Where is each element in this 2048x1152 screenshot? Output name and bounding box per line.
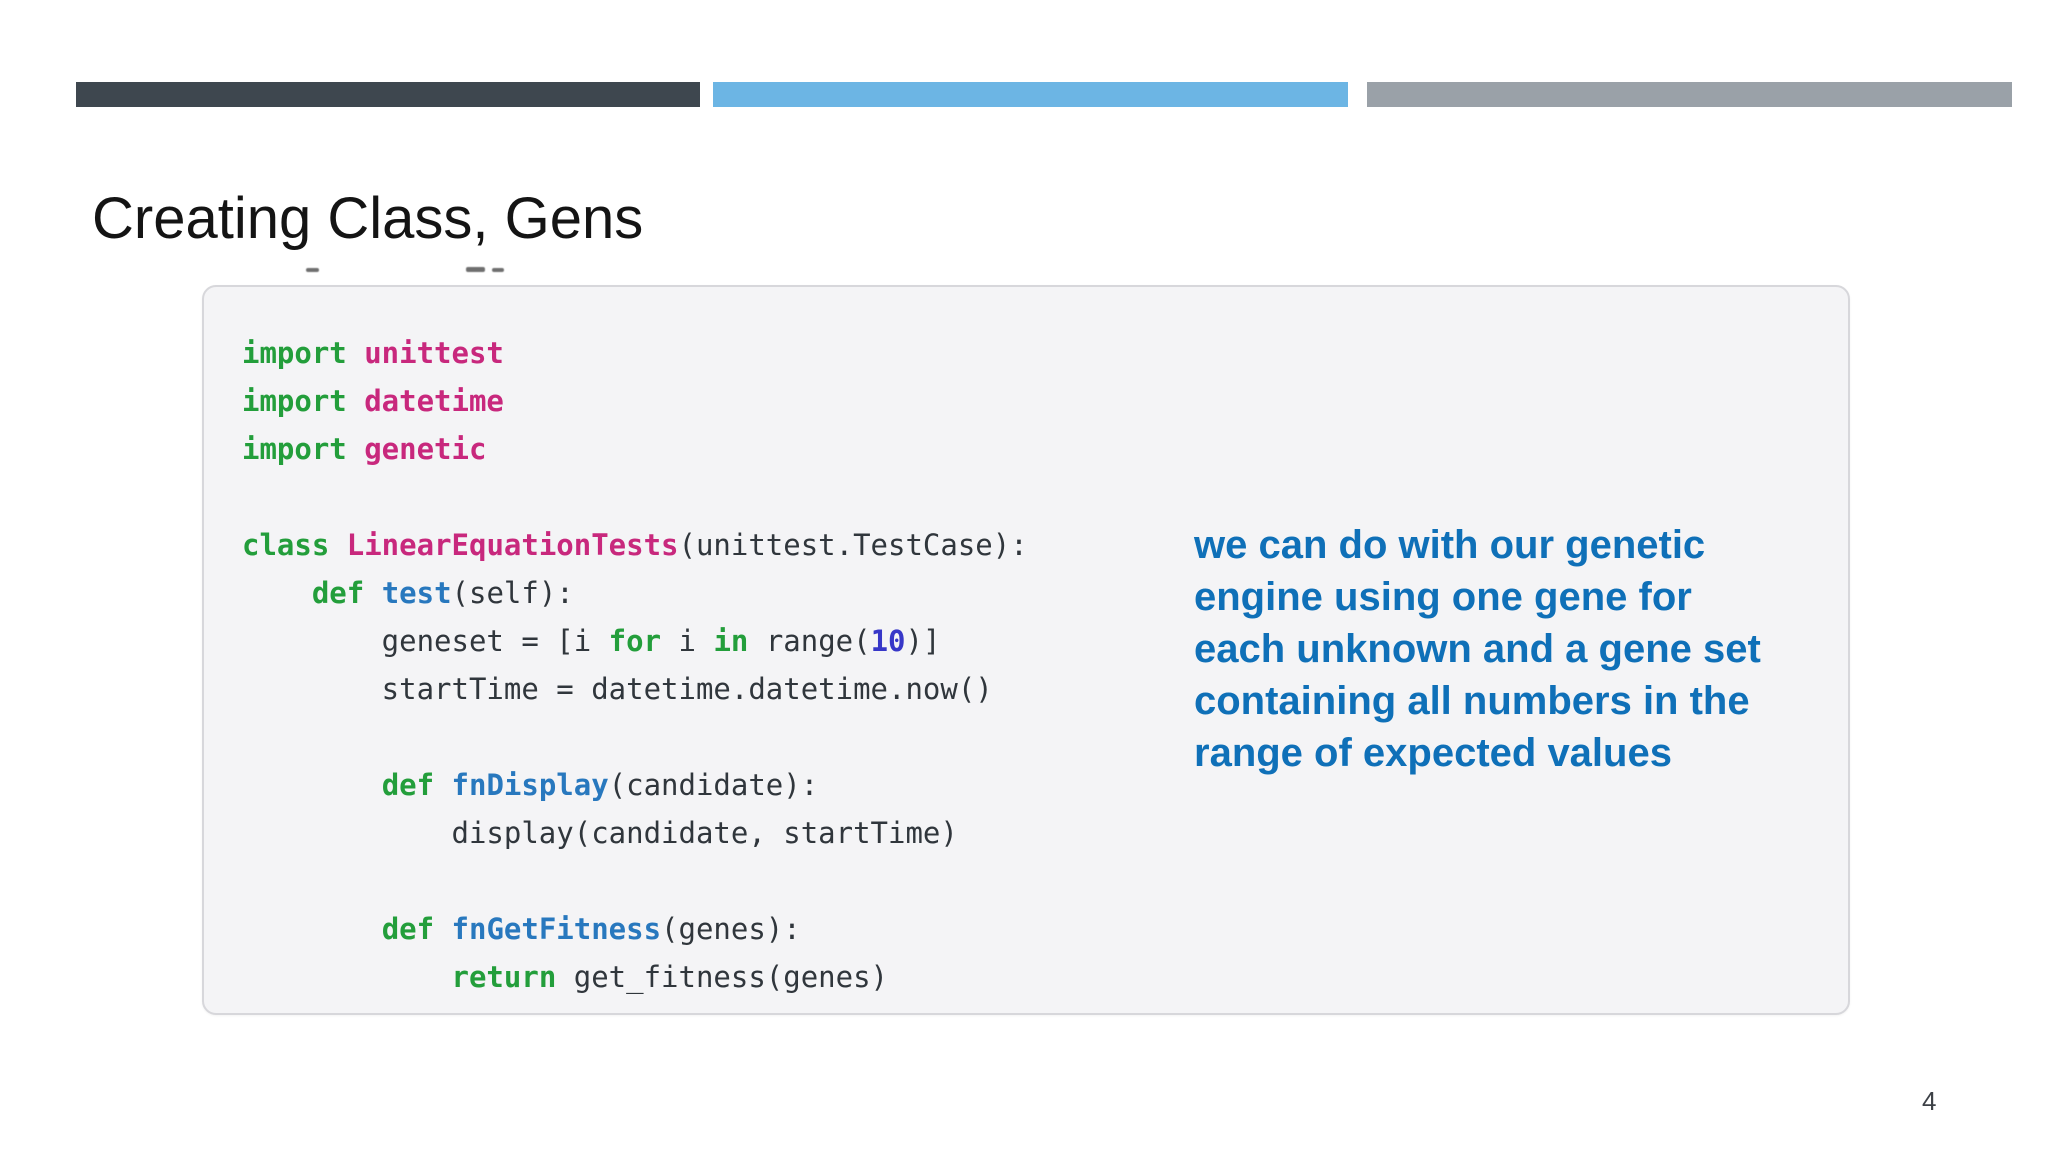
annotation-text: we can do with our genetic engine using … bbox=[1194, 523, 1761, 775]
code-line: def fnGetFitness(genes): bbox=[381, 912, 801, 946]
code-line bbox=[242, 713, 1028, 761]
code-block: import unittest import datetime import gen… bbox=[242, 329, 1028, 1001]
code-line bbox=[242, 473, 1028, 521]
code-line bbox=[242, 857, 1028, 905]
accent-bar-dark bbox=[76, 82, 700, 107]
code-line: return get_fitness(genes) bbox=[451, 960, 889, 994]
code-panel: import unittest import datetime import gen… bbox=[202, 285, 1850, 1015]
code-line: def fnDisplay(candidate): bbox=[381, 768, 819, 802]
accent-bar-gray bbox=[1367, 82, 2012, 107]
accent-bar-blue bbox=[713, 82, 1348, 107]
code-line: display(candidate, startTime) bbox=[242, 816, 958, 850]
code-line: import genetic bbox=[242, 432, 487, 466]
code-line: import datetime bbox=[242, 384, 504, 418]
code-line: import unittest bbox=[242, 336, 504, 370]
cropped-text-artifact bbox=[466, 267, 485, 272]
code-line: startTime = datetime.datetime.now() bbox=[242, 672, 993, 706]
cropped-text-artifact bbox=[492, 268, 504, 272]
cropped-text-artifact bbox=[306, 268, 319, 272]
page-number: 4 bbox=[1922, 1086, 1937, 1116]
code-line: class LinearEquationTests(unittest.TestC… bbox=[242, 528, 1028, 562]
code-line: geneset = [i for i in range(10)] bbox=[242, 624, 941, 658]
code-line: def test(self): bbox=[311, 576, 574, 610]
slide-title: Creating Class, Gens bbox=[92, 185, 644, 251]
